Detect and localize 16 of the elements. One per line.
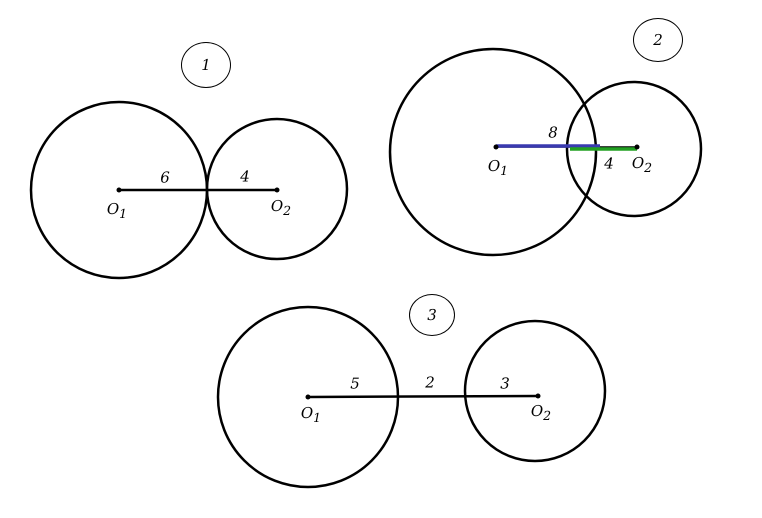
length-label: 4 [604, 156, 614, 172]
figure-number: 1 [181, 42, 231, 88]
length-label: 2 [425, 376, 435, 390]
length-label: 4 [240, 170, 250, 184]
center-label: O$_{2}$ [270, 198, 292, 218]
figure-number: 3 [409, 294, 455, 336]
center-label: O$_{1}$ [106, 202, 128, 220]
center-label: O$_{1}$ [300, 406, 322, 424]
center-label: O$_{2}$ [530, 404, 552, 422]
length-label: 3 [500, 376, 510, 392]
length-label: 6 [160, 170, 170, 186]
length-label: 8 [548, 126, 558, 140]
center-label: O$_{2}$ [632, 156, 652, 174]
center-label: O$_{1}$ [488, 158, 508, 178]
figure-number: 2 [633, 18, 683, 62]
length-label: 5 [350, 376, 360, 392]
